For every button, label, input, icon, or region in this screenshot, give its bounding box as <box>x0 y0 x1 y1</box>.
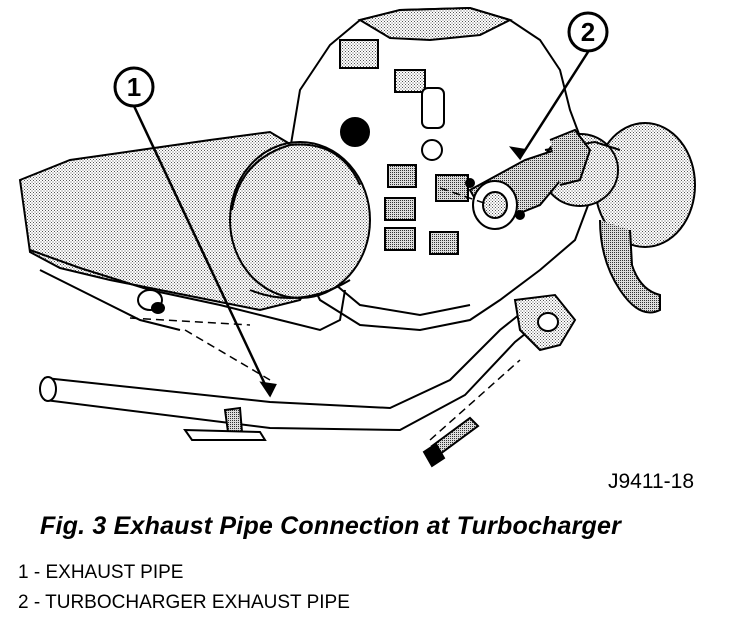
turbocharger-exhaust-pipe <box>465 128 592 230</box>
legend-number: 2 <box>18 592 29 613</box>
legend-text: EXHAUST PIPE <box>45 562 184 583</box>
callout-circle <box>113 66 155 108</box>
exhaust-pipe <box>39 293 577 441</box>
turbocharger <box>229 141 371 299</box>
callout-2: 2 <box>567 11 609 53</box>
leader-line-2 <box>518 51 590 159</box>
parts-legend: 1 - EXHAUST PIPE 2 - TURBOCHARGER EXHAUS… <box>18 558 350 618</box>
leader-line-1 <box>132 105 272 396</box>
legend-text: TURBOCHARGER EXHAUST PIPE <box>45 592 350 613</box>
figure-id: J9411-18 <box>608 470 694 493</box>
bolt <box>422 416 480 468</box>
callout-1: 1 <box>113 66 155 108</box>
legend-item: 2 - TURBOCHARGER EXHAUST PIPE <box>18 588 350 618</box>
legend-separator: - <box>33 592 41 613</box>
exhaust-diagram: 1 2 J9411-18 <box>18 6 696 493</box>
legend-number: 1 <box>18 562 29 583</box>
leader-lines <box>132 51 590 398</box>
callout-circle <box>567 11 609 53</box>
callout-number-2: 2 <box>581 17 595 47</box>
callout-number-1: 1 <box>127 72 141 102</box>
figure-caption: Fig. 3 Exhaust Pipe Connection at Turboc… <box>40 512 622 540</box>
diagram-canvas: 1 2 J9411-18 <box>18 6 696 493</box>
assembly-guide-lines <box>129 187 521 441</box>
legend-separator: - <box>33 562 41 583</box>
legend-item: 1 - EXHAUST PIPE <box>18 558 350 588</box>
